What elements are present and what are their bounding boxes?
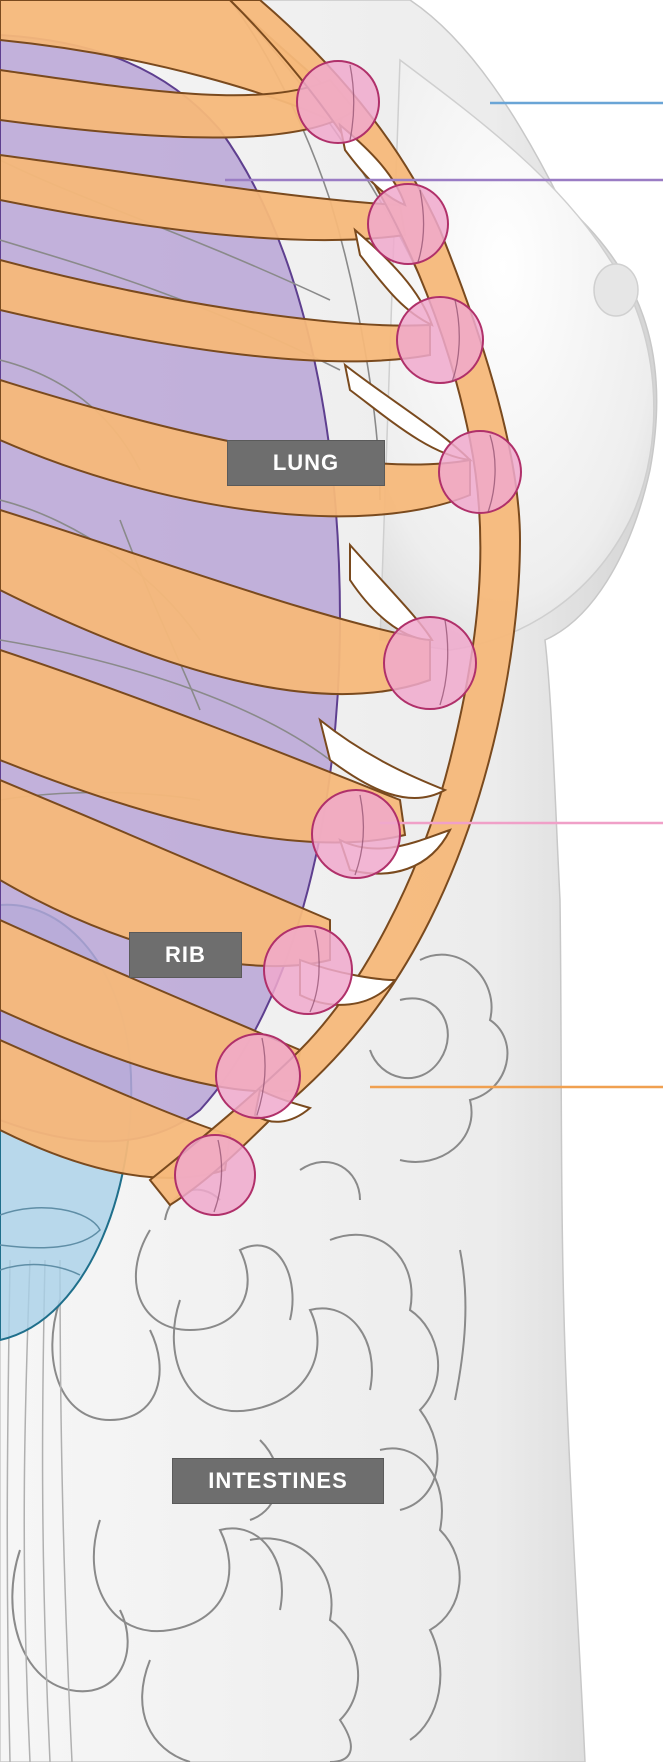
lung-label: LUNG [227, 440, 385, 486]
joint-7 [264, 926, 352, 1014]
joint-5 [384, 617, 476, 709]
joint-8 [216, 1034, 300, 1118]
intestines-label: INTESTINES [172, 1458, 384, 1504]
joint-6 [312, 790, 400, 878]
joint-4 [439, 431, 521, 513]
rib-label: RIB [129, 932, 242, 978]
joint-9 [175, 1135, 255, 1215]
joint-2 [368, 184, 448, 264]
joint-3 [397, 297, 483, 383]
joint-1 [297, 61, 379, 143]
nipple [594, 264, 638, 316]
